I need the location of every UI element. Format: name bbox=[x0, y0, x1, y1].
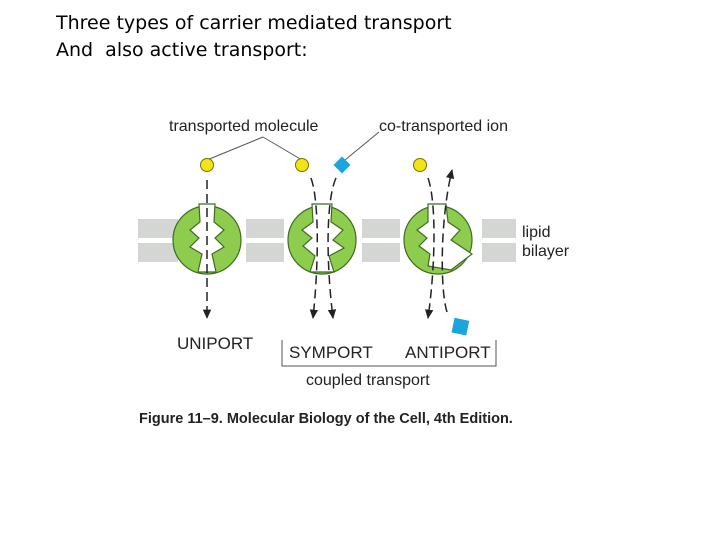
title-line-1: Three types of carrier mediated transpor… bbox=[56, 12, 452, 34]
antiport-label: ANTIPORT bbox=[405, 343, 491, 362]
antiport-carrier bbox=[403, 203, 474, 275]
lipid-bilayer bbox=[138, 219, 516, 262]
bilayer-label: bilayer bbox=[522, 243, 570, 260]
uniport-label: UNIPORT bbox=[177, 334, 253, 353]
lipid-label: lipid bbox=[522, 224, 550, 241]
symport-molecule-icon bbox=[295, 158, 309, 172]
title-line-2: And also active transport: bbox=[56, 39, 308, 61]
antiport-arrows bbox=[425, 168, 455, 320]
slide-title: Three types of carrier mediated transpor… bbox=[56, 10, 452, 64]
uniport-molecule-icon bbox=[200, 158, 214, 172]
antiport-molecule-icon bbox=[413, 158, 427, 172]
co-transported-ion-label: co-transported ion bbox=[379, 118, 508, 135]
transported-molecule-label: transported molecule bbox=[169, 118, 319, 135]
symport-label: SYMPORT bbox=[289, 343, 373, 362]
figure-caption: Figure 11–9. Molecular Biology of the Ce… bbox=[139, 411, 513, 427]
symport-arrows bbox=[309, 177, 337, 320]
symport-carrier bbox=[287, 203, 357, 275]
antiport-ion-icon bbox=[451, 317, 470, 336]
symport-ion-icon bbox=[333, 156, 351, 174]
coupled-transport-bracket bbox=[281, 340, 497, 367]
label-pointer-lines bbox=[206, 131, 380, 161]
coupled-transport-label: coupled transport bbox=[306, 372, 430, 389]
